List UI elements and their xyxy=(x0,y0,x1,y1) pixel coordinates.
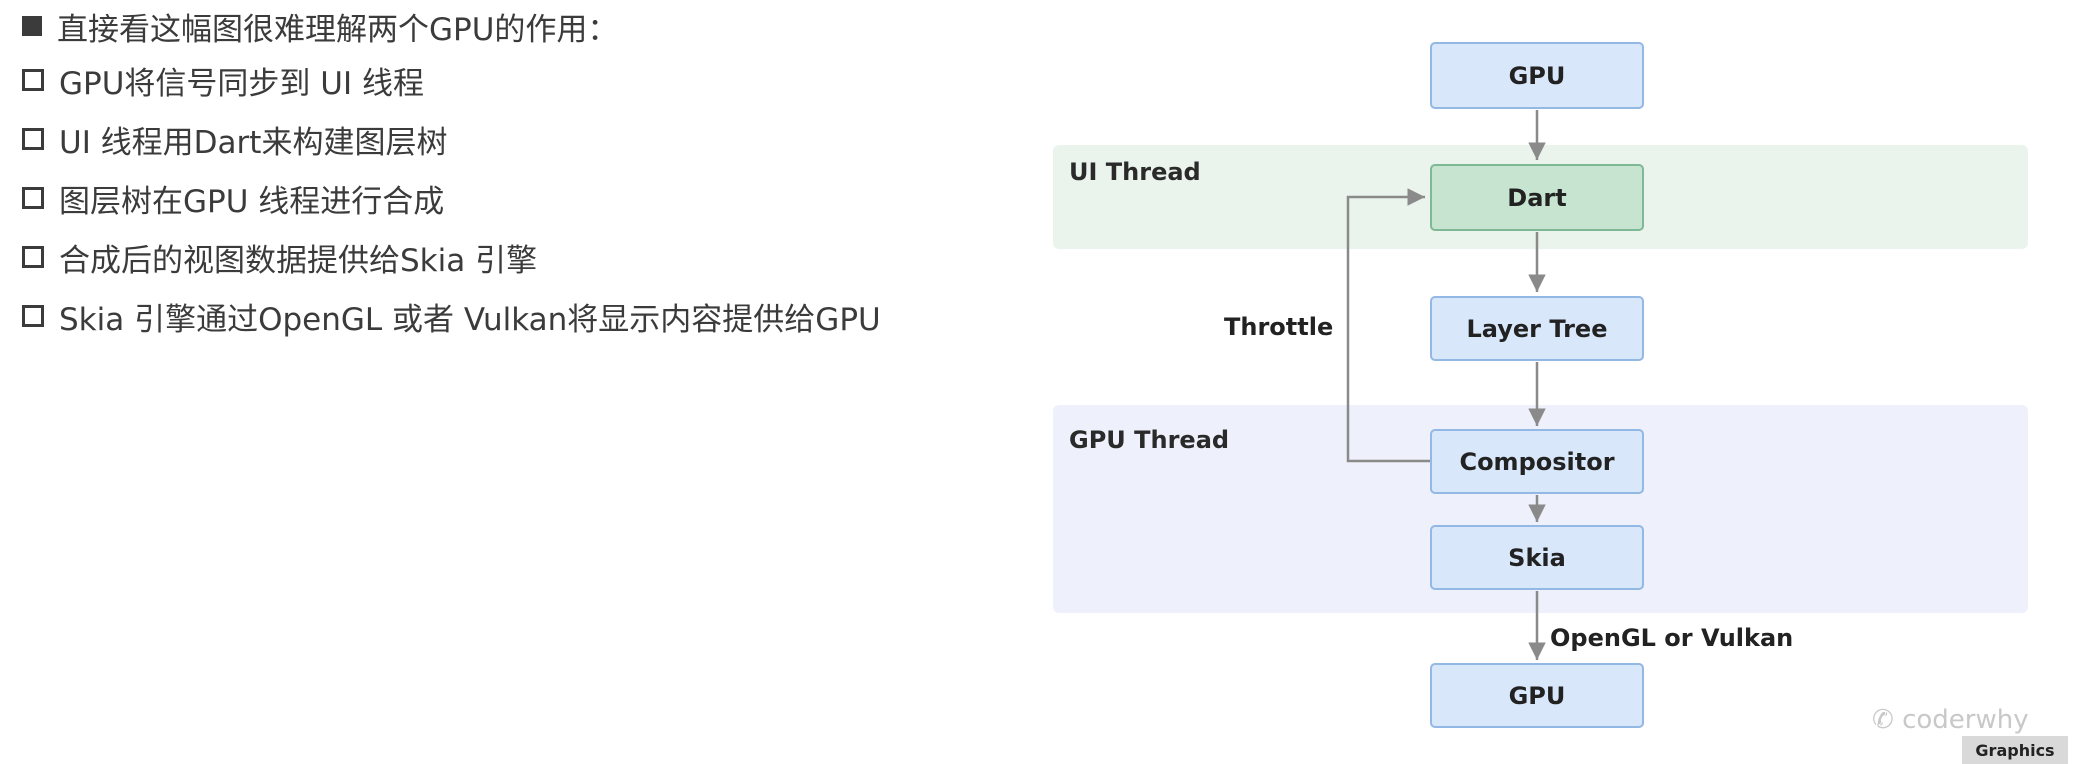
bullet-item-5: Skia 引擎通过OpenGL 或者 Vulkan将显示内容提供给GPU xyxy=(22,294,881,338)
gpu-top-node: GPU xyxy=(1430,42,1644,109)
layer-tree-node: Layer Tree xyxy=(1430,296,1644,361)
watermark: ✆ coderwhy xyxy=(1872,705,2029,735)
gpu-bottom-node: GPU xyxy=(1430,663,1644,728)
bullet-text: Skia 引擎通过OpenGL 或者 Vulkan将显示内容提供给GPU xyxy=(59,301,881,338)
hollow-square-icon xyxy=(22,187,44,209)
bullet-item-0: 直接看这幅图很难理解两个GPU的作用： xyxy=(22,4,618,48)
bullet-item-4: 合成后的视图数据提供给Skia 引擎 xyxy=(22,235,537,279)
bullet-text: UI 线程用Dart来构建图层树 xyxy=(59,124,448,161)
filled-square-icon xyxy=(22,16,42,36)
dart-node: Dart xyxy=(1430,164,1644,231)
hollow-square-icon xyxy=(22,69,44,91)
throttle-feedback-arrow xyxy=(1346,188,1430,463)
compositor-node: Compositor xyxy=(1430,429,1644,494)
throttle-label: Throttle xyxy=(1224,313,1334,341)
bullet-item-1: GPU将信号同步到 UI 线程 xyxy=(22,58,424,102)
bullet-text: 直接看这幅图很难理解两个GPU的作用： xyxy=(57,11,619,48)
hollow-square-icon xyxy=(22,305,44,327)
bullet-item-2: UI 线程用Dart来构建图层树 xyxy=(22,117,447,161)
gpu-thread-label: GPU Thread xyxy=(1069,426,1230,454)
hollow-square-icon xyxy=(22,128,44,150)
skia-node: Skia xyxy=(1430,525,1644,590)
bullet-text: 合成后的视图数据提供给Skia 引擎 xyxy=(59,242,538,279)
bullet-text: 图层树在GPU 线程进行合成 xyxy=(59,183,445,220)
opengl-vulkan-label: OpenGL or Vulkan xyxy=(1550,624,1794,652)
watermark-sub: Graphics xyxy=(1962,736,2068,764)
bullet-text: GPU将信号同步到 UI 线程 xyxy=(59,65,424,102)
watermark-text: coderwhy xyxy=(1902,705,2029,735)
wechat-icon: ✆ xyxy=(1872,705,1894,735)
hollow-square-icon xyxy=(22,246,44,268)
bullet-item-3: 图层树在GPU 线程进行合成 xyxy=(22,176,444,220)
ui-thread-label: UI Thread xyxy=(1069,158,1201,186)
